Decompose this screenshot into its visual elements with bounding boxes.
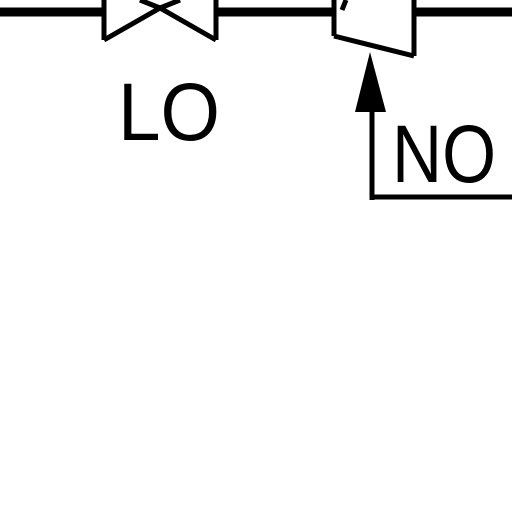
label-lo: LO	[118, 67, 220, 158]
check-valve-icon	[331, 0, 417, 59]
gate-valve-icon	[101, 0, 219, 43]
arrow-up-icon	[355, 52, 512, 200]
label-no: NO	[392, 109, 496, 200]
